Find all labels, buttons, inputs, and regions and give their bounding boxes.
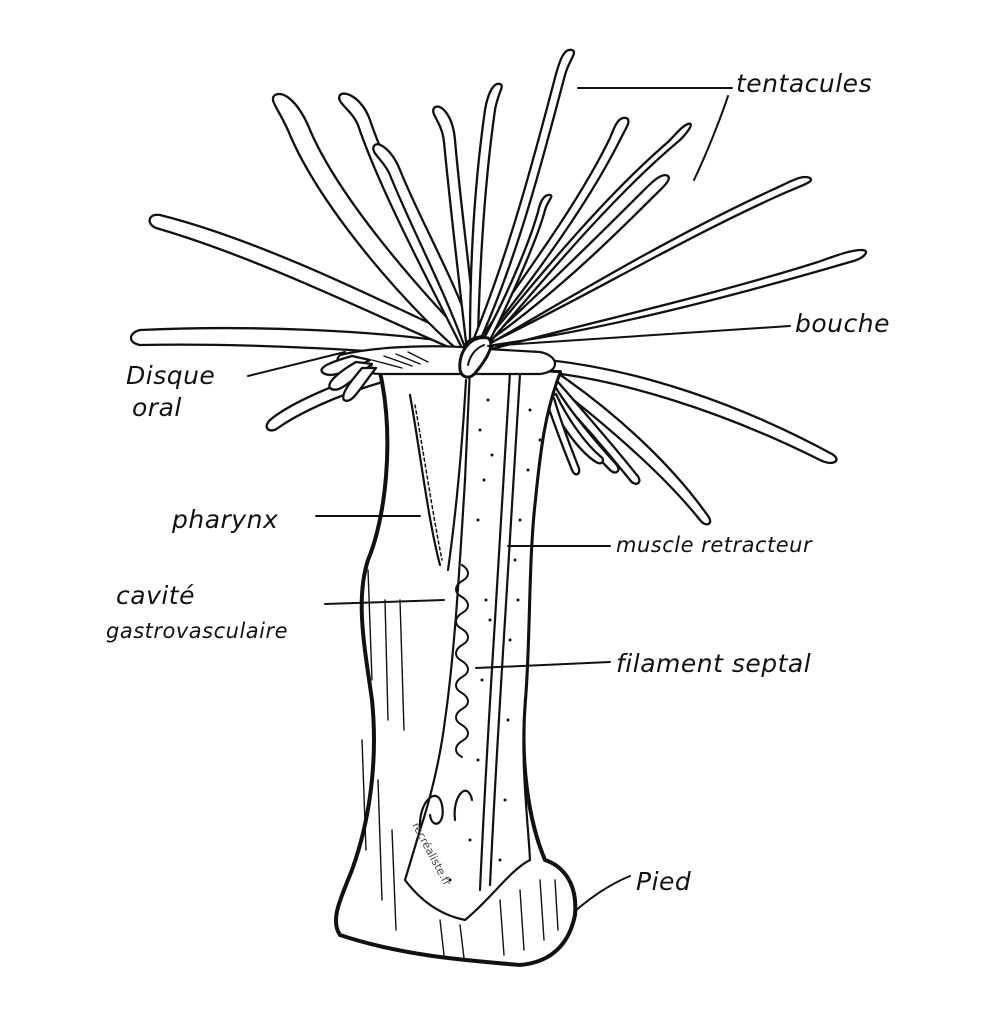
leader-tentacules-b [693,95,729,181]
leader-cavite [324,599,445,605]
oral-disc [320,345,557,402]
label-pied: Pied [636,867,691,896]
label-bouche: bouche [795,309,890,338]
label-disque-line2: oral [132,393,182,422]
leader-lines [247,87,791,913]
label-filament: filament septal [616,649,811,678]
label-disque-line1: Disque [126,361,215,390]
label-tentacules: tentacules [736,69,872,98]
leader-filament [475,661,611,669]
body-column [334,366,578,967]
leader-disque [247,351,346,377]
stipple-dots [448,398,542,882]
leader-bouche [487,325,791,347]
leader-pied [573,875,631,913]
label-cavite-line2: gastrovasculaire [106,619,288,643]
mouth [458,336,493,379]
label-pharynx: pharynx [171,505,278,534]
label-muscle: muscle retracteur [616,533,813,557]
label-cavite-line1: cavité [116,581,195,610]
